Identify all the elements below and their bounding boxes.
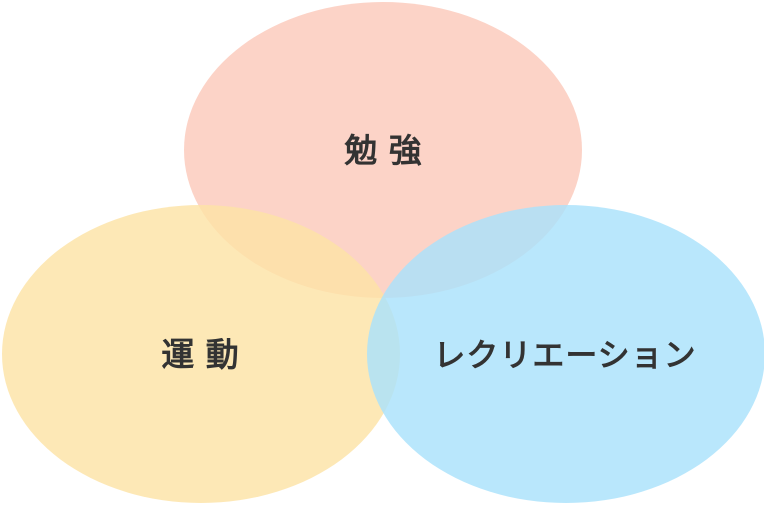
circle-recreation — [367, 205, 764, 503]
label-recreation: レクリエーション — [433, 336, 697, 374]
circle-exercise — [2, 205, 400, 503]
label-exercise: 運 動 — [161, 335, 239, 374]
label-study: 勉 強 — [344, 131, 422, 170]
